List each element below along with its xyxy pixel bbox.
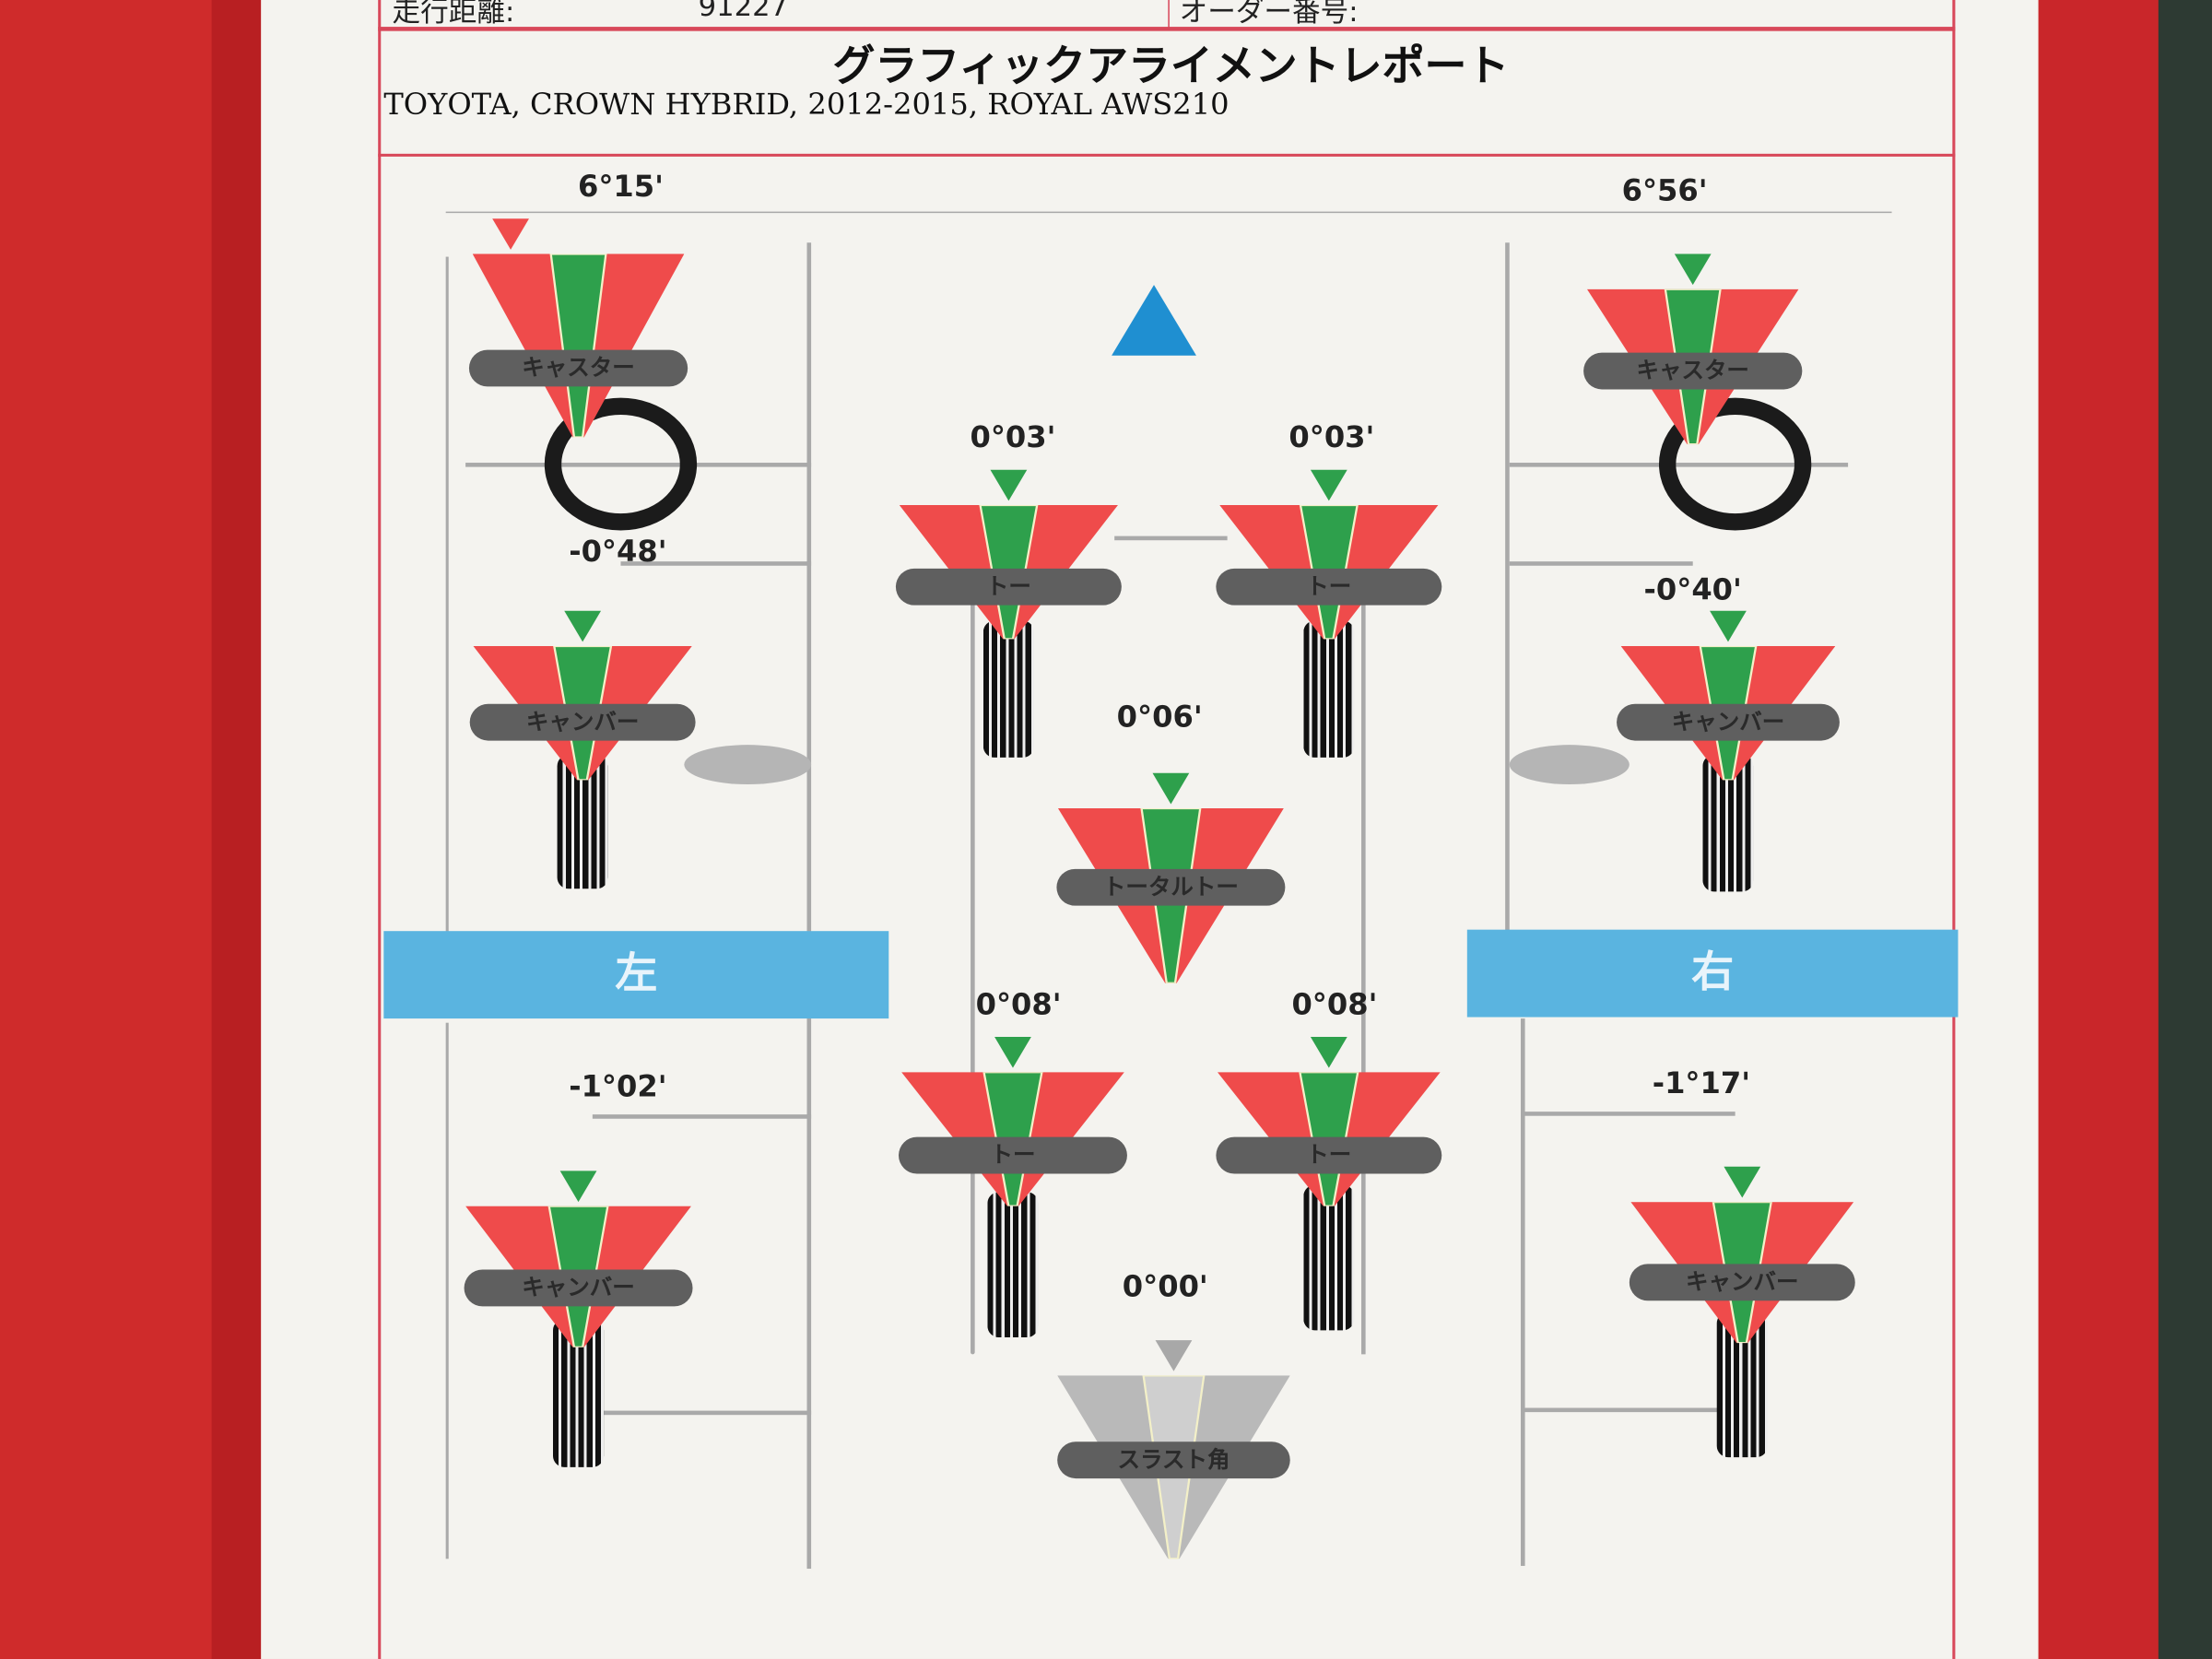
tire-icon — [1303, 620, 1355, 758]
gauge-label: トー — [898, 1136, 1127, 1174]
pointer-triangle-icon — [564, 610, 602, 642]
background-right — [2158, 0, 2212, 1659]
vehicle-info: TOYOTA, CROWN HYBRID, 2012-2015, ROYAL A… — [383, 87, 1230, 122]
gauge-label: トー — [1216, 568, 1442, 606]
red-frame — [2038, 0, 2159, 1659]
gauge-label: キャンバー — [469, 703, 696, 741]
tire-icon — [1303, 1184, 1355, 1331]
left-side-banner: 左 — [383, 931, 889, 1019]
outline-line — [445, 256, 449, 935]
gauge-label: スラスト角 — [1057, 1441, 1290, 1479]
pointer-triangle-icon — [1724, 1166, 1761, 1198]
pointer-triangle-icon — [1152, 772, 1190, 805]
outline-line — [1505, 242, 1510, 935]
gauge-label: キャンバー — [1617, 703, 1840, 741]
outline-line — [620, 561, 812, 566]
car-shadow — [684, 745, 812, 785]
mileage-label: 走行距離: — [392, 0, 515, 29]
gauge-value: 0°08' — [1291, 987, 1378, 1022]
top-rule — [445, 211, 1892, 214]
gauge-value: -1°02' — [569, 1069, 667, 1103]
gauge-label: トー — [1216, 1136, 1442, 1174]
outline-line — [1524, 1112, 1735, 1116]
gauge-value: 0°06' — [1116, 700, 1203, 734]
outline-line — [1509, 561, 1693, 566]
outline-line — [1114, 535, 1228, 541]
gauge-value: 0°03' — [1288, 420, 1375, 454]
gauge-label: トータルトー — [1056, 868, 1286, 906]
outline-line — [445, 1022, 449, 1559]
pointer-triangle-icon — [990, 469, 1028, 501]
order-number-label: オーダー番号: — [1179, 0, 1359, 29]
gauge-value: -1°17' — [1652, 1066, 1751, 1100]
report-title: グラフィックアライメントレポート — [832, 41, 1510, 92]
gauge-fan — [472, 253, 685, 438]
outline-line — [1361, 592, 1366, 1355]
gauge-label: キャンバー — [464, 1269, 693, 1307]
gauge-label: トー — [895, 568, 1122, 606]
gauge-value: 0°08' — [975, 987, 1062, 1022]
pointer-triangle-icon — [559, 1171, 597, 1203]
outline-line — [806, 242, 812, 1570]
gauge-value: -0°48' — [569, 535, 667, 569]
pointer-triangle-icon — [1310, 1036, 1347, 1068]
pointer-triangle-icon — [1155, 1340, 1193, 1371]
forward-arrow-icon — [1112, 285, 1196, 356]
pointer-triangle-icon — [1674, 253, 1712, 286]
divider-header — [378, 153, 1956, 157]
outline-line — [1524, 1407, 1735, 1413]
outline-line — [971, 592, 975, 1355]
border-left — [378, 0, 382, 1659]
divider-cell — [1168, 0, 1170, 29]
pointer-triangle-icon — [994, 1036, 1031, 1068]
tire-icon — [982, 620, 1034, 758]
gauge-value: 6°56' — [1621, 173, 1708, 207]
mileage-value: 91227 — [698, 0, 789, 23]
gauge-value: 0°00' — [1122, 1269, 1208, 1304]
red-cabinet — [0, 0, 212, 1659]
pointer-triangle-icon — [1710, 610, 1747, 642]
pointer-triangle-icon — [492, 218, 529, 250]
right-side-banner: 右 — [1466, 929, 1959, 1018]
outline-line — [1520, 1018, 1525, 1566]
cabinet-edge — [211, 0, 262, 1659]
outline-line — [592, 1114, 812, 1119]
gauge-label: キャスター — [1583, 352, 1803, 390]
border-right — [1952, 0, 1956, 1659]
tire-icon — [987, 1192, 1039, 1338]
gauge-label: キャスター — [468, 349, 688, 387]
pointer-triangle-icon — [1310, 469, 1347, 501]
gauge-label: キャンバー — [1629, 1264, 1855, 1301]
gauge-value: -0°40' — [1643, 572, 1742, 607]
divider-top — [378, 27, 1956, 31]
gauge-value: 0°03' — [970, 420, 1056, 454]
outline-line — [592, 1410, 812, 1416]
car-shadow — [1509, 745, 1630, 785]
gauge-value: 6°15' — [577, 169, 664, 204]
